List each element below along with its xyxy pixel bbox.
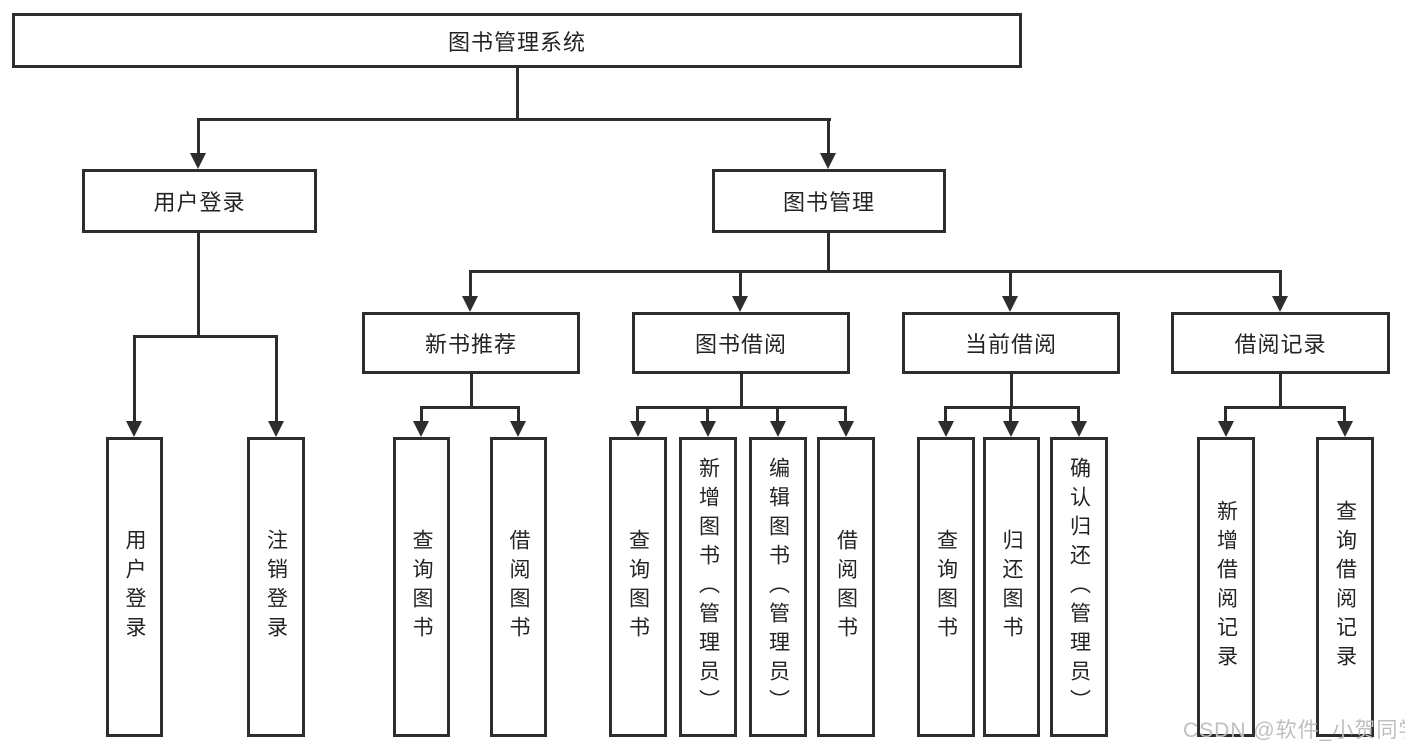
arrow-down-icon — [1272, 296, 1288, 312]
arrow-down-icon — [462, 296, 478, 312]
arrow-down-icon — [268, 421, 284, 437]
connector-nbr-trunk — [470, 374, 473, 408]
arrow-down-icon — [1003, 421, 1019, 437]
arrow-down-icon — [770, 421, 786, 437]
leaf-user-login: 用户登录 — [106, 437, 163, 737]
connector-stem — [420, 406, 423, 421]
connector-stem — [944, 406, 947, 421]
arrow-down-icon — [820, 153, 836, 169]
connector-user-login-trunk — [197, 233, 200, 337]
connector-stem-user-login — [197, 118, 200, 156]
leaf-cb-return-books: 归还图书 — [983, 437, 1040, 737]
watermark-csdn: CSDN @软件_小贺同学 — [1183, 719, 1405, 742]
connector-stem-book-borrow — [739, 270, 742, 298]
node-library-management-system: 图书管理系统 — [12, 13, 1022, 68]
connector-stem — [1343, 406, 1346, 421]
connector-root-bar — [197, 118, 831, 121]
leaf-bb-borrow-books: 借阅图书 — [817, 437, 875, 737]
connector-stem — [517, 406, 520, 421]
connector-root-trunk — [516, 68, 519, 119]
connector-stem-leaf-login — [133, 335, 136, 421]
node-current-borrowing: 当前借阅 — [902, 312, 1120, 374]
connector-stem-book-mgmt — [827, 118, 830, 156]
connector-book-mgmt-trunk — [827, 233, 830, 272]
connector-book-mgmt-bar — [469, 270, 1282, 273]
connector-user-login-bar — [133, 335, 277, 338]
connector-stem — [636, 406, 639, 421]
arrow-down-icon — [510, 421, 526, 437]
leaf-nbr-borrow-books: 借阅图书 — [490, 437, 547, 737]
connector-stem-leaf-logout — [275, 335, 278, 421]
leaf-logout: 注销登录 — [247, 437, 305, 737]
connector-cb-trunk — [1010, 374, 1013, 408]
connector-stem — [844, 406, 847, 421]
arrow-down-icon — [700, 421, 716, 437]
leaf-nbr-query-books: 查询图书 — [393, 437, 450, 737]
leaf-bb-query-books: 查询图书 — [609, 437, 667, 737]
connector-stem — [1009, 406, 1012, 421]
arrow-down-icon — [413, 421, 429, 437]
node-new-book-recommendation: 新书推荐 — [362, 312, 580, 374]
arrow-down-icon — [938, 421, 954, 437]
node-borrowing-records: 借阅记录 — [1171, 312, 1390, 374]
leaf-bb-add-books-admin: 新增图书（管理员） — [679, 437, 737, 737]
connector-stem-borrow-records — [1279, 270, 1282, 298]
arrow-down-icon — [1218, 421, 1234, 437]
connector-stem-new-book — [469, 270, 472, 298]
node-user-login: 用户登录 — [82, 169, 317, 233]
connector-stem — [776, 406, 779, 421]
connector-bb-bar — [637, 406, 847, 409]
leaf-bb-edit-books-admin: 编辑图书（管理员） — [749, 437, 807, 737]
arrow-down-icon — [732, 296, 748, 312]
connector-br-trunk — [1279, 374, 1282, 408]
arrow-down-icon — [838, 421, 854, 437]
leaf-br-query-borrow-record: 查询借阅记录 — [1316, 437, 1374, 737]
arrow-down-icon — [1337, 421, 1353, 437]
arrow-down-icon — [190, 153, 206, 169]
node-book-borrowing: 图书借阅 — [632, 312, 850, 374]
node-book-management: 图书管理 — [712, 169, 946, 233]
arrow-down-icon — [1071, 421, 1087, 437]
connector-stem — [1224, 406, 1227, 421]
arrow-down-icon — [1002, 296, 1018, 312]
connector-stem — [706, 406, 709, 421]
connector-bb-trunk — [740, 374, 743, 408]
leaf-cb-query-books: 查询图书 — [917, 437, 975, 737]
connector-stem-current-borrow — [1009, 270, 1012, 298]
connector-cb-bar — [945, 406, 1080, 409]
connector-br-bar — [1225, 406, 1346, 409]
arrow-down-icon — [126, 421, 142, 437]
leaf-cb-confirm-return-admin: 确认归还（管理员） — [1050, 437, 1108, 737]
arrow-down-icon — [630, 421, 646, 437]
connector-stem — [1077, 406, 1080, 421]
connector-nbr-bar — [420, 406, 520, 409]
leaf-br-add-borrow-record: 新增借阅记录 — [1197, 437, 1255, 737]
